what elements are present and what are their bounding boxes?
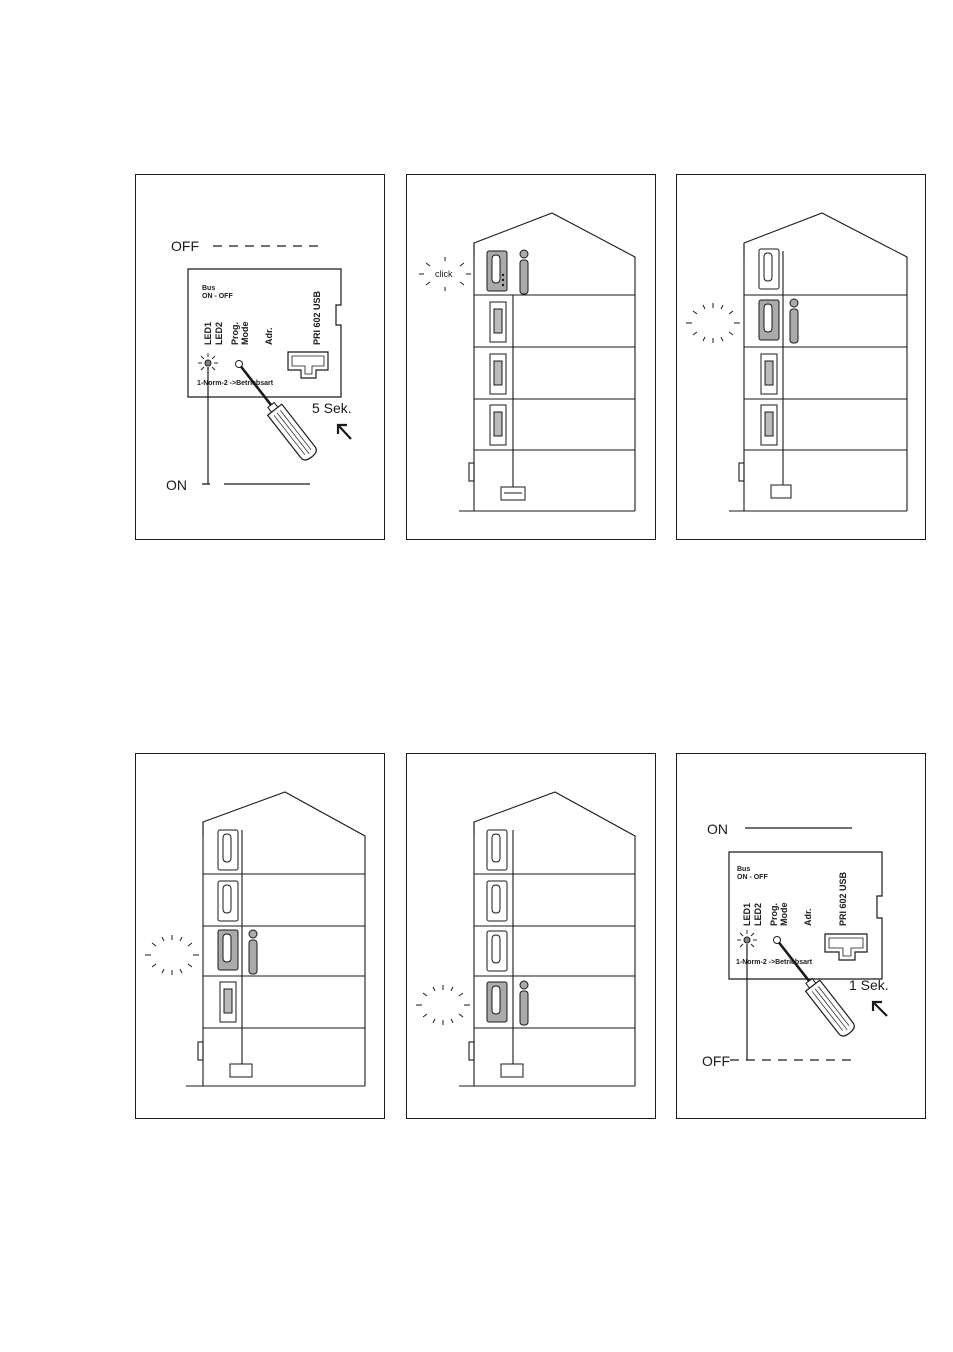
- panel-step-3: [676, 174, 926, 540]
- panel-step-6: ON OFF Bus ON - OFF LED1 LED2 Prog. Mode…: [676, 753, 926, 1119]
- house-icon: [145, 791, 366, 1087]
- norm-label: 1-Norm-2 ->Betriebsart: [197, 380, 274, 387]
- door-station-icon: [760, 353, 778, 446]
- house-icon: [686, 212, 908, 512]
- person-icon: [248, 929, 258, 975]
- person-icon: [519, 249, 529, 295]
- bus-state-text: ON - OFF: [737, 874, 768, 881]
- bus-state-text: ON - OFF: [202, 293, 233, 300]
- led1-label: LED1: [742, 902, 752, 926]
- prog-label: Prog.: [769, 902, 779, 926]
- click-label: click: [435, 269, 453, 279]
- norm-label: 1-Norm-2 ->Betriebsart: [736, 959, 813, 966]
- prog-label: Prog.: [230, 321, 240, 345]
- screwdriver-icon: [773, 936, 855, 1037]
- adr-label: Adr.: [803, 908, 813, 926]
- arrow-icon: [336, 423, 352, 440]
- panel-step-5: [406, 753, 656, 1119]
- panel-step-2: click: [406, 174, 656, 540]
- time-label: 5 Sek.: [312, 400, 352, 416]
- led1-label: LED1: [203, 321, 213, 345]
- person-icon: [789, 298, 799, 344]
- led2-label: LED2: [753, 902, 763, 926]
- led2-label: LED2: [214, 321, 224, 345]
- door-station-icon: [489, 301, 507, 446]
- off-label: OFF: [702, 1053, 730, 1069]
- arrow-icon: [871, 1000, 888, 1017]
- led-glow-icon: [198, 353, 218, 373]
- bus-label: Bus ON - OFF: [202, 285, 233, 301]
- mode-label: Mode: [779, 902, 789, 927]
- ring-burst-icon: [145, 935, 199, 975]
- intercom-handset-icon: [758, 248, 780, 341]
- house-icon: [416, 791, 636, 1087]
- click-burst-icon: [419, 257, 471, 291]
- door-station-icon: [219, 981, 237, 1023]
- device-diagram: [187, 245, 352, 485]
- intercom-handset-icon: [217, 829, 239, 971]
- house-icon: [419, 212, 636, 512]
- intercom-handset-icon: [486, 250, 508, 292]
- ring-burst-icon: [686, 303, 740, 343]
- on-label: ON: [707, 821, 728, 837]
- mode-label: Mode: [240, 321, 250, 346]
- time-label: 1 Sek.: [849, 977, 889, 993]
- model-label: PRI 602 USB: [312, 290, 322, 345]
- ring-burst-icon: [416, 985, 470, 1025]
- bus-text: Bus: [202, 285, 216, 292]
- device-diagram: [728, 827, 888, 1061]
- bus-label: Bus ON - OFF: [737, 866, 768, 882]
- person-icon: [519, 980, 529, 1026]
- model-label: PRI 602 USB: [838, 871, 848, 926]
- off-label: OFF: [171, 238, 199, 254]
- led-glow-icon: [737, 930, 757, 950]
- adr-label: Adr.: [264, 327, 274, 345]
- bus-text: Bus: [737, 866, 751, 873]
- intercom-handset-icon: [486, 829, 508, 1023]
- screwdriver-icon: [235, 360, 317, 461]
- panel-step-4: [135, 753, 385, 1119]
- panel-step-1: OFF ON Bus ON - OFF LED1 LED2 Prog. Mode…: [135, 174, 385, 540]
- on-label: ON: [166, 477, 187, 493]
